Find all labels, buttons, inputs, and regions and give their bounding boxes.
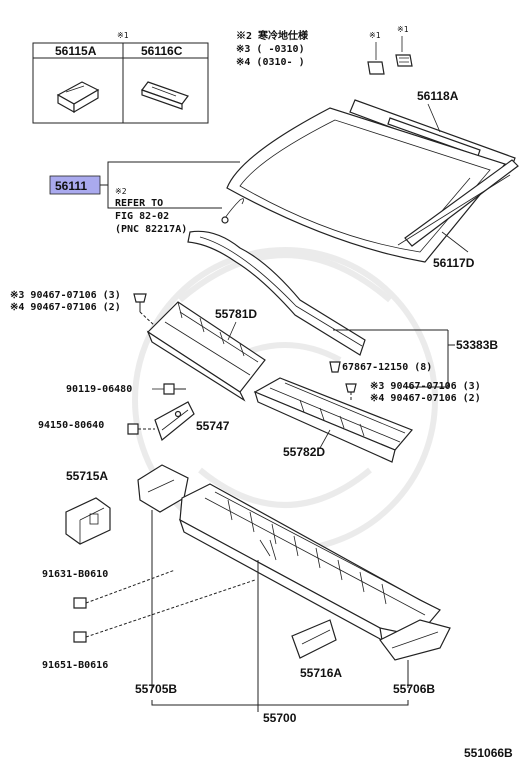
note-range-1: ※3 ( -0310) bbox=[236, 44, 305, 55]
screw-90467-left: ※3 90467-07106 (3) ※4 90467-07106 (2) bbox=[10, 290, 156, 327]
note-cold-spec: ※2 寒冷地仕様 bbox=[236, 29, 309, 42]
part-90467-b-label[interactable]: ※4 90467-07106 (2) bbox=[10, 302, 121, 313]
weatherstrip-53383B: 53383B bbox=[187, 230, 498, 388]
part-67867-label[interactable]: 67867-12150 (8) bbox=[342, 362, 432, 373]
part-55705B-label[interactable]: 55705B bbox=[135, 682, 177, 696]
note-range-2: ※4 (0310- ) bbox=[236, 57, 305, 68]
refer-mark: ※2 bbox=[115, 187, 127, 196]
refer-line-3[interactable]: (PNC 82217A) bbox=[115, 224, 187, 235]
part-55781D-label[interactable]: 55781D bbox=[215, 307, 257, 321]
bracket-55705B: 55705B bbox=[135, 464, 189, 696]
part-56116C-label[interactable]: 56116C bbox=[141, 44, 183, 58]
bolt-90119: 90119-06480 bbox=[66, 383, 186, 395]
group-bracket-55700: 55700 bbox=[151, 700, 409, 725]
bracket-55715A: 55715A bbox=[65, 469, 111, 545]
bracket-55747: 94150-80640 55747 bbox=[38, 401, 230, 442]
part-55715A-label[interactable]: 55715A bbox=[66, 469, 108, 483]
inset-box: ※1 56115A 56116C bbox=[32, 31, 209, 124]
part-55782D-label[interactable]: 55782D bbox=[283, 445, 325, 459]
notes: ※2 寒冷地仕様 ※3 ( -0310) ※4 (0310- ) bbox=[236, 29, 309, 68]
label-56111-group: 56111 ※2 REFER TO FIG 82-02 (PNC 82217A) bbox=[49, 161, 244, 235]
clip-56115A-drawing bbox=[56, 81, 100, 114]
part-56115A-label[interactable]: 56115A bbox=[55, 44, 97, 58]
refer-line-1: REFER TO bbox=[115, 198, 163, 209]
part-55716A-label[interactable]: 55716A bbox=[300, 666, 342, 680]
sensor-connector-drawing bbox=[221, 198, 244, 224]
part-56111-label[interactable]: 56111 bbox=[55, 179, 87, 193]
part-90119-label[interactable]: 90119-06480 bbox=[66, 384, 132, 395]
part-90467-a-label[interactable]: ※3 90467-07106 (3) bbox=[10, 290, 121, 301]
molding-56117D: 56117D bbox=[397, 159, 519, 270]
part-90467-d-label[interactable]: ※4 90467-07106 (2) bbox=[370, 393, 481, 404]
cowl-55782D: 55782D bbox=[253, 377, 414, 463]
screw-90467-right: ※3 90467-07106 (3) ※4 90467-07106 (2) bbox=[345, 381, 481, 404]
refer-line-2[interactable]: FIG 82-02 bbox=[115, 211, 169, 222]
windshield-56111 bbox=[226, 107, 507, 263]
top-mark-a: ※1 bbox=[369, 31, 381, 40]
part-91651-label[interactable]: 91651-B0616 bbox=[42, 660, 108, 671]
bracket-55706B: 55706B bbox=[379, 619, 451, 696]
part-53383B-label[interactable]: 53383B bbox=[456, 338, 498, 352]
clip-56116C-drawing bbox=[141, 81, 189, 110]
part-90467-c-label[interactable]: ※3 90467-07106 (3) bbox=[370, 381, 481, 392]
part-91631-label[interactable]: 91631-B0610 bbox=[42, 569, 108, 580]
part-94150-label[interactable]: 94150-80640 bbox=[38, 420, 104, 431]
top-small-parts: ※1 ※1 bbox=[367, 25, 413, 75]
part-56118A-label[interactable]: 56118A bbox=[417, 89, 459, 103]
figure-id: 551066B bbox=[464, 746, 513, 760]
cowl-panel-55700 bbox=[178, 483, 441, 705]
top-mark-b: ※1 bbox=[397, 25, 409, 34]
cowl-55781D: 55781D bbox=[146, 301, 266, 402]
bolts-lower-left: 91631-B0610 91651-B0616 bbox=[42, 569, 256, 671]
inset-note-mark: ※1 bbox=[117, 31, 129, 40]
part-55747-label[interactable]: 55747 bbox=[196, 419, 230, 433]
part-55700-label[interactable]: 55700 bbox=[263, 711, 297, 725]
part-56117D-label[interactable]: 56117D bbox=[433, 256, 475, 270]
bracket-55716A: 55716A bbox=[291, 619, 342, 680]
clip-67867: 67867-12150 (8) bbox=[329, 361, 432, 373]
part-55706B-label[interactable]: 55706B bbox=[393, 682, 435, 696]
